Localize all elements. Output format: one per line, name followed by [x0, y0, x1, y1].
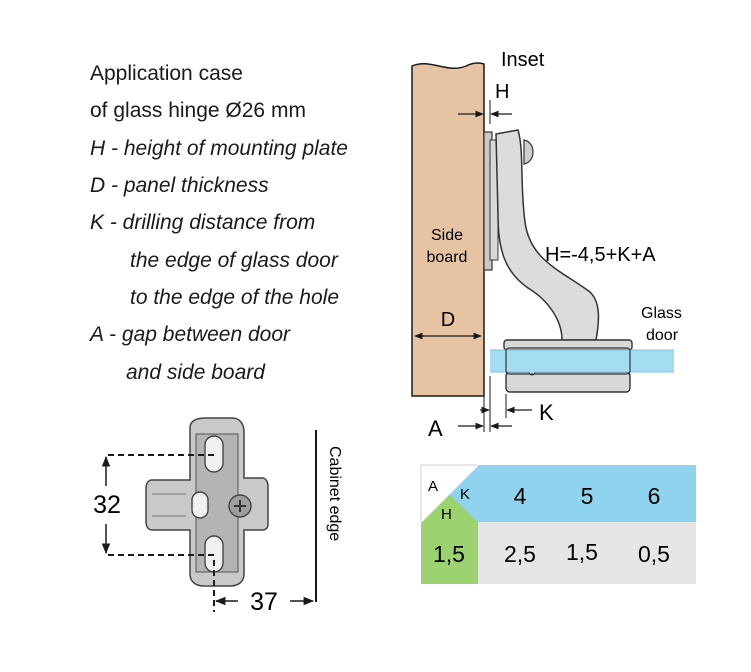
table-corner-k-label: K — [460, 486, 470, 503]
glass-door-label-line2: door — [646, 327, 679, 344]
legend-k-definition-line2: the edge of glass door — [130, 249, 338, 272]
side-board-label-line1: Side — [431, 227, 463, 244]
legend-title-line2: of glass hinge Ø26 mm — [90, 99, 306, 122]
table-corner-h-label: H — [441, 506, 452, 523]
legend-d-definition: D - panel thickness — [90, 174, 269, 197]
table-a-row-header — [421, 522, 478, 584]
gap-table: A K H 4 5 6 1,5 2,5 1,5 0,5 — [420, 464, 696, 584]
plate-height-label: 32 — [93, 491, 121, 519]
side-board — [411, 62, 485, 397]
table-corner-a-label: A — [428, 478, 438, 495]
legend-a-definition-line1: A - gap between door — [90, 323, 291, 346]
legend-k-definition-line1: K - drilling distance from — [90, 211, 316, 234]
formula-label: H=-4,5+K+A — [545, 244, 656, 266]
table-h-value: 2,5 — [504, 541, 536, 567]
glass-clamp-outline — [505, 347, 631, 375]
k-dimension-label: K — [539, 400, 554, 425]
legend-h-definition: H - height of mounting plate — [90, 137, 348, 160]
table-k-value: 6 — [648, 483, 661, 509]
a-dimension-label: A — [428, 416, 443, 441]
table-k-header-row — [478, 465, 696, 522]
table-a-value: 1,5 — [433, 541, 465, 567]
table-h-value: 0,5 — [638, 541, 670, 567]
hinge-drawing — [483, 129, 633, 393]
table-corner-k-triangle — [449, 465, 478, 522]
table-h-values-row — [478, 522, 696, 584]
inset-label: Inset — [501, 49, 545, 71]
d-dimension-label: D — [441, 309, 455, 331]
table-k-value: 4 — [514, 483, 527, 509]
table-h-value: 1,5 — [566, 539, 598, 565]
glass-door-label-line1: Glass — [641, 305, 682, 322]
side-board-label-line2: board — [427, 249, 468, 266]
legend-a-definition-line2: and side board — [126, 361, 265, 384]
legend-k-definition-line3: to the edge of the hole — [130, 286, 340, 309]
h-dimension-label: H — [495, 81, 509, 103]
glass-door — [490, 350, 674, 372]
cabinet-edge-label: Cabinet edge — [326, 446, 343, 541]
legend-title-line1: Application case — [90, 62, 243, 85]
table-k-value: 5 — [581, 483, 594, 509]
mounting-plate-drawing — [145, 417, 269, 587]
plate-width-label: 37 — [250, 588, 278, 616]
